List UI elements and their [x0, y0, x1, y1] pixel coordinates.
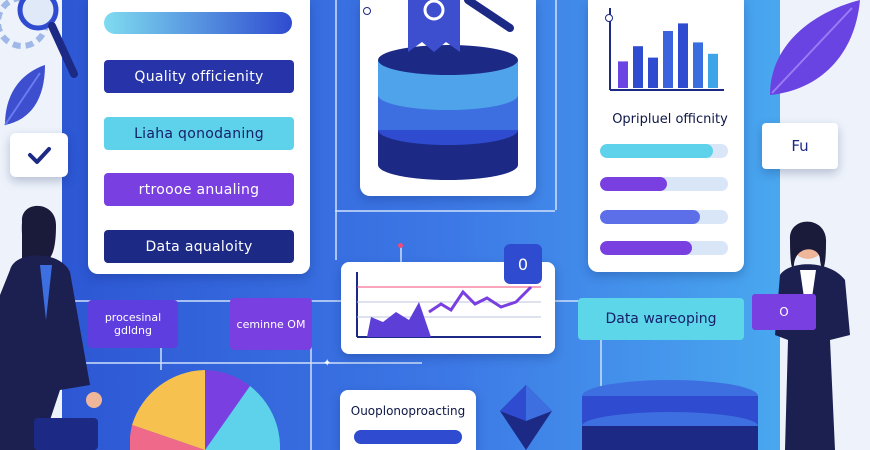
checkmark-bubble	[10, 133, 68, 177]
chart-bar	[708, 53, 718, 88]
connector-line	[555, 0, 557, 210]
pill-rtroooe[interactable]: rtroooe anualing	[104, 173, 294, 206]
header-bar	[104, 12, 292, 34]
connector-line	[600, 300, 602, 450]
pill-label: Data wareoping	[605, 311, 717, 327]
progress-bar	[600, 144, 728, 158]
database-icon	[582, 380, 758, 450]
pill-data-quality[interactable]: Data aqualoity	[104, 230, 294, 263]
connector-line	[335, 210, 555, 212]
tile-label: procesinal gdldng	[104, 311, 162, 337]
tile-processing[interactable]: procesinal gdldng	[88, 300, 178, 348]
tile-label: ceminne OM	[236, 317, 306, 331]
pill-quality[interactable]: Quality officienity	[104, 60, 294, 93]
laptop-screen[interactable]: O	[752, 294, 816, 330]
line-chart	[356, 272, 541, 338]
node-dot	[605, 14, 613, 22]
pill-label: Data aqualoity	[145, 238, 253, 255]
laptop-text: O	[779, 305, 789, 319]
progress-bar	[600, 241, 728, 255]
leaf-icon	[4, 65, 45, 126]
bubble-text: Fu	[791, 137, 809, 155]
node-dot	[363, 7, 371, 15]
sparkle-icon: ✦	[323, 358, 332, 369]
efficiency-card: Opripluel officnity	[588, 0, 744, 272]
progress-bar	[600, 210, 728, 224]
connector-line	[62, 362, 422, 364]
progress-bar	[600, 177, 728, 191]
tile-ceminne[interactable]: ceminne OM	[230, 298, 312, 350]
magnifier-gear-icon	[0, 0, 78, 78]
node-dot	[398, 243, 403, 248]
database-icon	[378, 0, 518, 180]
progress-fill	[600, 144, 713, 158]
pie-chart	[130, 370, 280, 450]
person-illustration	[775, 221, 850, 450]
pill-label: Quality officienity	[134, 68, 264, 85]
checkmark-icon	[28, 147, 51, 164]
pill-liaha[interactable]: Liaha qonodaning	[104, 117, 294, 150]
efficiency-title: Opripluel officnity	[612, 112, 728, 127]
data-warehousing-pill[interactable]: Data wareoping	[578, 298, 744, 340]
quality-card: Quality officienity Liaha qonodaning rtr…	[88, 0, 310, 274]
connector-line	[310, 300, 312, 450]
badge-icon[interactable]: 0	[504, 244, 542, 284]
diamond-icon	[500, 385, 552, 450]
pill-label: Liaha qonodaning	[134, 125, 264, 142]
speech-bubble: Fu	[762, 123, 838, 169]
pill-label: rtroooe anualing	[138, 181, 260, 198]
chart-bar	[618, 61, 628, 88]
progress-fill	[600, 210, 700, 224]
progress-fill	[600, 241, 693, 255]
connector-line	[335, 0, 337, 260]
processing-title: Ouoplonoproacting	[350, 404, 466, 418]
chart-bar	[663, 31, 673, 88]
chart-bar	[693, 42, 703, 88]
leaf-icon	[770, 0, 860, 95]
processing-card: Ouoplonoproacting	[340, 390, 476, 450]
badge-text: 0	[517, 254, 529, 274]
chart-bar	[648, 57, 658, 88]
database-card	[360, 0, 536, 196]
bar-chart	[609, 8, 724, 91]
processing-bar	[354, 430, 462, 444]
progress-fill	[600, 177, 667, 191]
chart-bar	[678, 23, 688, 88]
person-illustration	[0, 205, 102, 450]
chart-bar	[633, 46, 643, 88]
